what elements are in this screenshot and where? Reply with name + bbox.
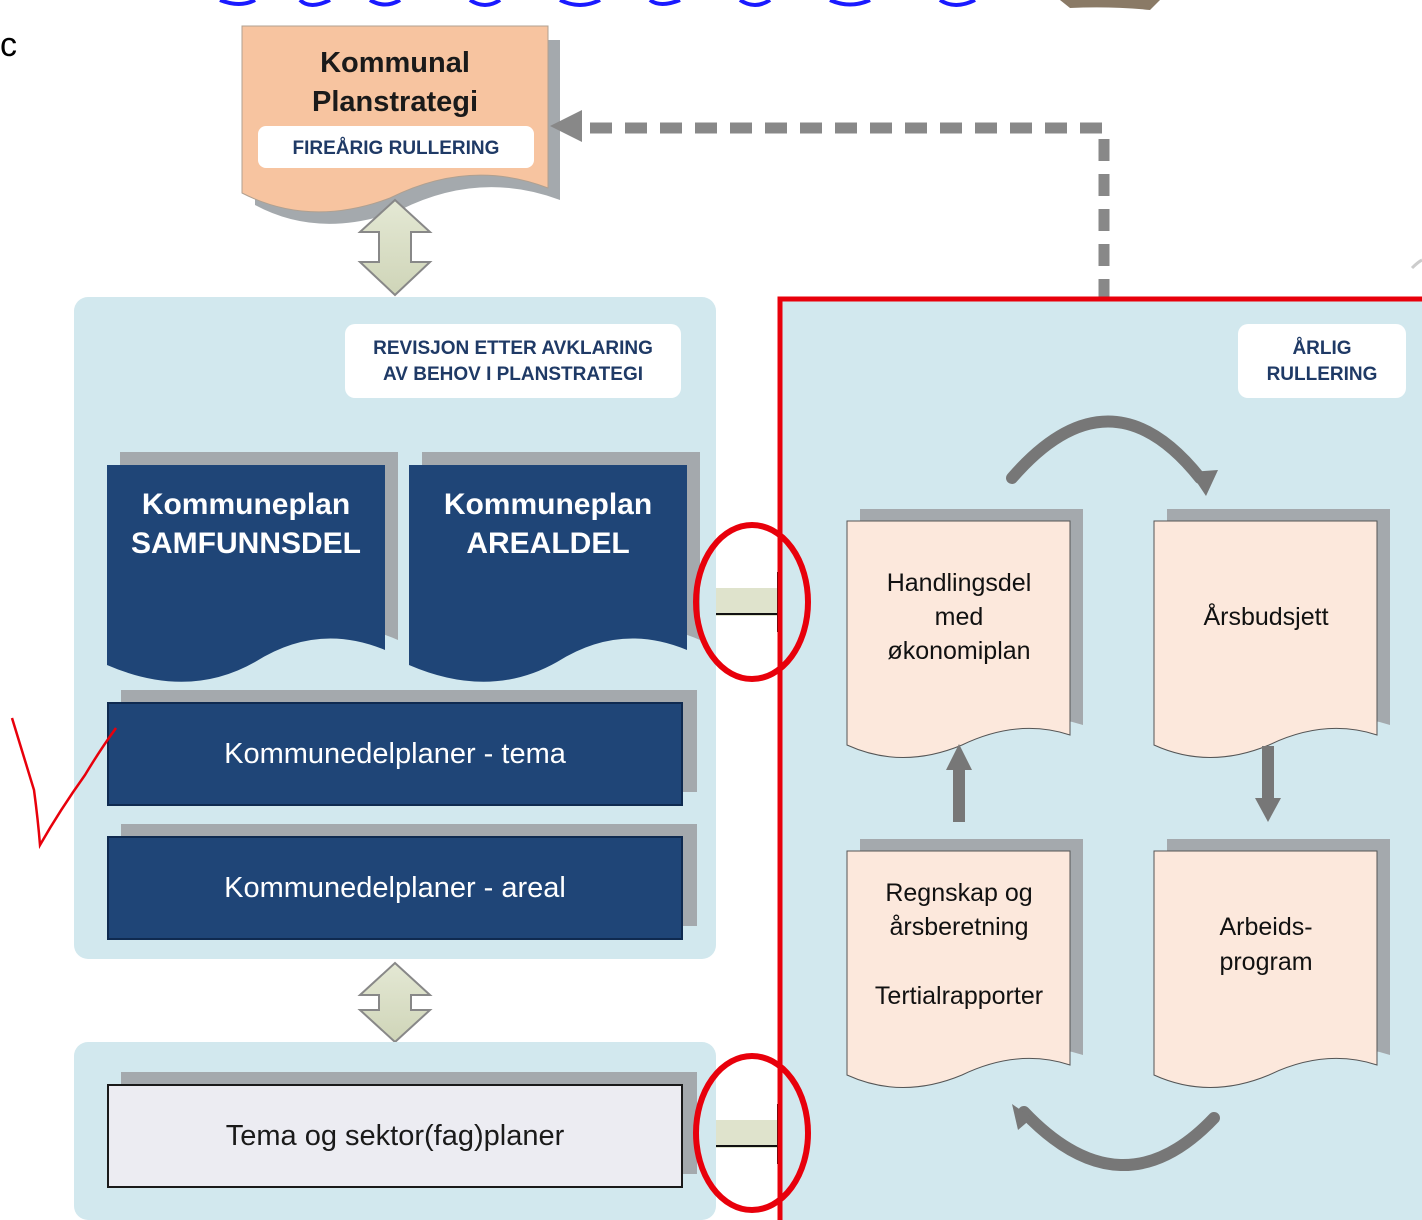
- arlig-note-line2: RULLERING: [1267, 364, 1378, 385]
- cropped-header-strip: [150, 0, 1160, 10]
- planstrategi-title-2: Planstrategi: [312, 86, 478, 118]
- planstrategi-title-1: Kommunal: [320, 47, 470, 79]
- cropped-glyph: c: [0, 26, 17, 64]
- kommuneplan-arealdel: Kommuneplan AREALDEL: [409, 452, 700, 682]
- kommunal-planstrategi-box: Kommunal Planstrategi FIREÅRIG RULLERING: [241, 25, 560, 224]
- revisjon-note-line2: AV BEHOV I PLANSTRATEGI: [383, 364, 643, 385]
- revisjon-note: REVISJON ETTER AVKLARING AV BEHOV I PLAN…: [345, 324, 681, 398]
- areal-label: Kommunedelplaner - areal: [224, 872, 566, 904]
- dashed-feedback-arrow: [550, 110, 1110, 298]
- regnskap-line1: Regnskap og: [885, 879, 1032, 907]
- tema-sektor-label: Tema og sektor(fag)planer: [226, 1120, 565, 1152]
- arbeidsprogram-doc: Arbeids- program: [1153, 839, 1390, 1088]
- arlig-note-line1: ÅRLIG: [1292, 338, 1351, 359]
- handwritten-checkmark: [10, 717, 118, 850]
- arsbudsjett-label: Årsbudsjett: [1203, 601, 1328, 631]
- cycle-arrow-top: [1006, 415, 1218, 496]
- handlingsdel-line3: økonomiplan: [887, 637, 1030, 665]
- firearig-badge-text: FIREÅRIG RULLERING: [293, 138, 500, 159]
- regnskap-line3: Tertialrapporter: [875, 982, 1043, 1010]
- handlingsdel-line2: med: [935, 603, 984, 631]
- arealdel-line2: AREALDEL: [466, 527, 629, 560]
- revisjon-note-line1: REVISJON ETTER AVKLARING: [373, 338, 653, 359]
- handlingsdel-doc: Handlingsdel med økonomiplan: [846, 509, 1083, 758]
- arrow-budsjett-to-arbeidsprogram: [1255, 746, 1281, 822]
- faint-mark: [1410, 258, 1422, 270]
- arealdel-line1: Kommuneplan: [444, 488, 652, 521]
- arlig-rullering-note: ÅRLIG RULLERING: [1238, 324, 1406, 398]
- arrow-regnskap-to-handlingsdel: [946, 744, 972, 822]
- dashed-arrow-head: [550, 110, 582, 142]
- highlight-circle-top: [693, 522, 811, 682]
- samfunnsdel-line1: Kommuneplan: [142, 488, 350, 521]
- highlight-circle-bottom: [693, 1053, 811, 1213]
- arbeids-line2: program: [1219, 948, 1312, 976]
- samfunnsdel-line2: SAMFUNNSDEL: [131, 527, 361, 560]
- tema-og-sektorplaner: Tema og sektor(fag)planer: [107, 1072, 697, 1188]
- regnskap-doc: Regnskap og årsberetning Tertialrapporte…: [846, 839, 1083, 1088]
- kommunedelplaner-areal: Kommunedelplaner - areal: [107, 824, 697, 940]
- double-arrow-bottom: [357, 961, 433, 1044]
- handlingsdel-line1: Handlingsdel: [887, 569, 1032, 597]
- firearig-badge: [258, 126, 534, 168]
- tema-label: Kommunedelplaner - tema: [224, 738, 567, 770]
- cycle-arrow-bottom: [1012, 1104, 1220, 1171]
- arbeids-line1: Arbeids-: [1219, 913, 1312, 941]
- regnskap-line2: årsberetning: [890, 913, 1029, 941]
- kommuneplan-samfunnsdel: Kommuneplan SAMFUNNSDEL: [107, 452, 398, 682]
- double-arrow-top: [357, 198, 433, 297]
- kommunedelplaner-tema: Kommunedelplaner - tema: [107, 690, 697, 806]
- arsbudsjett-doc: Årsbudsjett: [1153, 509, 1390, 758]
